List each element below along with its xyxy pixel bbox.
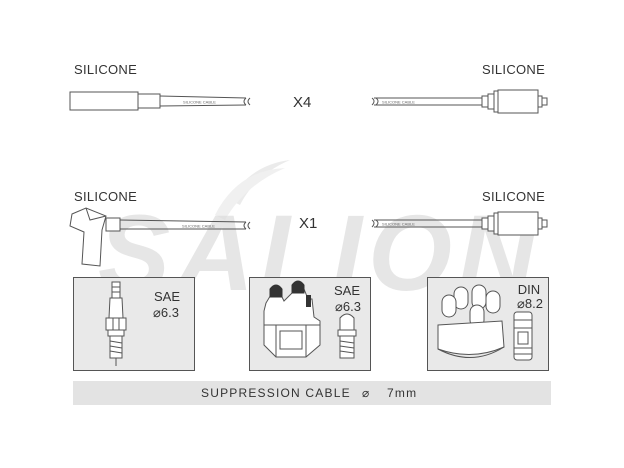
connector-2-standard: SAE bbox=[333, 283, 360, 298]
connector-1-standard: SAE bbox=[153, 289, 180, 304]
suppression-cable-label: SUPPRESSION CABLE bbox=[201, 386, 351, 400]
row2-left-label: SILICONE bbox=[74, 189, 138, 204]
angled-boot bbox=[69, 207, 107, 267]
row2-right-label: SILICONE bbox=[482, 189, 546, 204]
straight-boot bbox=[69, 91, 139, 111]
diameter-symbol: ⌀ bbox=[362, 386, 371, 400]
row1-right-cable-print: SILICONE CABLE bbox=[382, 100, 415, 105]
row1-left-label: SILICONE bbox=[74, 62, 138, 77]
row1-quantity: X4 bbox=[293, 94, 312, 111]
connector-2-size: ⌀6.3 bbox=[335, 299, 361, 314]
row2-quantity: X1 bbox=[299, 215, 318, 232]
connector-box-spark-plug: SAE ⌀6.3 bbox=[73, 277, 195, 371]
distributor-cap-icon bbox=[263, 280, 321, 358]
connector-3-standard: DIN bbox=[517, 282, 541, 297]
connector-1-size: ⌀6.3 bbox=[153, 305, 179, 320]
connector-3-size: ⌀8.2 bbox=[517, 296, 543, 311]
row2-right-cable-print: SILICONE CABLE bbox=[382, 222, 415, 227]
terminal-icon bbox=[337, 313, 357, 359]
connector-box-sae-distributor: SAE ⌀6.3 bbox=[249, 277, 371, 371]
row1-left-cable-print: SILICONE CABLE bbox=[183, 100, 216, 105]
spark-plug-icon bbox=[105, 281, 127, 366]
din-terminal-icon bbox=[513, 311, 533, 361]
row1-right-cable-end: SILICONE CABLE bbox=[371, 89, 548, 114]
row1-right-label: SILICONE bbox=[482, 62, 546, 77]
distributor-cap-icon bbox=[437, 284, 505, 358]
diameter-value: 7mm bbox=[387, 386, 418, 400]
row2-left-cable-print: SILICONE CABLE bbox=[182, 224, 215, 229]
row2-left-cable-end: SILICONE CABLE bbox=[69, 207, 251, 267]
boot-collar bbox=[137, 93, 161, 109]
row1-left-cable-end: SILICONE CABLE bbox=[69, 91, 251, 111]
row2-right-cable-end: SILICONE CABLE bbox=[371, 211, 548, 236]
connector-box-din-distributor: DIN ⌀8.2 bbox=[427, 277, 549, 371]
suppression-cable-bar: SUPPRESSION CABLE ⌀ 7mm bbox=[73, 381, 551, 405]
